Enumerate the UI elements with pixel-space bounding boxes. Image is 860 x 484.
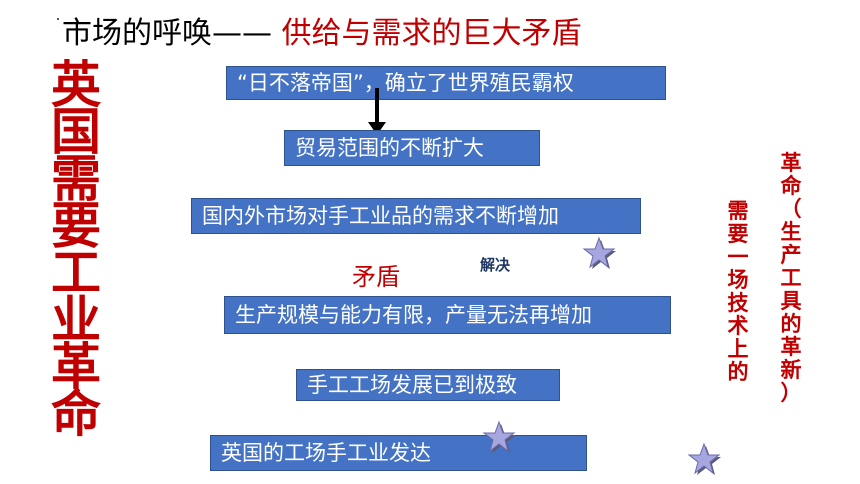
trade-expansion-box: 贸易范围的不断扩大 — [284, 130, 540, 166]
empire-box: “日不落帝国”，确立了世界殖民霸权 — [226, 66, 666, 100]
vertical-char: 上 — [727, 337, 749, 361]
vertical-char: 场 — [727, 268, 749, 292]
vertical-char: 要 — [727, 222, 749, 246]
vertical-char: 产 — [780, 243, 802, 267]
title-bullet-dot — [57, 18, 59, 20]
side-heading-char: 业 — [51, 291, 101, 349]
star-icon — [582, 236, 616, 269]
vertical-text-revolution: 革 命 （ 生 产 工 具 的 革 新 ） — [778, 152, 804, 405]
side-heading-char: 要 — [51, 197, 101, 255]
vertical-char: ） — [780, 381, 802, 405]
solve-label: 解决 — [480, 256, 511, 274]
vertical-char: 革 — [780, 151, 802, 175]
vertical-char: 技 — [727, 291, 749, 315]
manufacture-developed-box: 英国的工场手工业发达 — [210, 435, 587, 471]
vertical-char: 的 — [780, 312, 802, 336]
side-heading-char: 需 — [51, 150, 101, 208]
side-heading: 英 国 需 要 工 业 革 命 — [48, 56, 104, 443]
vertical-char: 革 — [780, 335, 802, 359]
vertical-char: 新 — [780, 358, 802, 382]
title-prefix: 市场的呼唤—— — [62, 16, 282, 51]
vertical-text-need: 需 要 一 场 技 术 上 的 — [725, 200, 751, 384]
contradiction-label: 矛盾 — [352, 263, 400, 291]
slide-title: 市场的呼唤—— 供给与需求的巨大矛盾 — [62, 14, 582, 54]
star-icon — [687, 442, 721, 475]
vertical-char: 生 — [780, 220, 802, 244]
vertical-char: 具 — [780, 289, 802, 313]
manufactory-limit-box: 手工工场发展已到极致 — [296, 369, 560, 401]
vertical-char: 工 — [780, 266, 802, 290]
arrow-down-line — [375, 88, 379, 128]
vertical-char: （ — [780, 197, 802, 221]
demand-increase-box: 国内外市场对手工业品的需求不断增加 — [191, 198, 641, 234]
limited-production-box: 生产规模与能力有限，产量无法再增加 — [224, 296, 671, 334]
vertical-char: 术 — [727, 314, 749, 338]
star-icon — [482, 420, 516, 453]
vertical-char: 需 — [727, 199, 749, 223]
vertical-char: 命 — [780, 174, 802, 198]
side-heading-char: 工 — [51, 244, 101, 302]
side-heading-char: 革 — [51, 338, 101, 396]
side-heading-char: 国 — [51, 103, 101, 161]
side-heading-char: 英 — [51, 56, 101, 114]
side-heading-char: 命 — [51, 385, 101, 443]
vertical-char: 一 — [727, 245, 749, 269]
vertical-char: 的 — [727, 360, 749, 384]
title-highlight: 供给与需求的巨大矛盾 — [281, 16, 582, 51]
